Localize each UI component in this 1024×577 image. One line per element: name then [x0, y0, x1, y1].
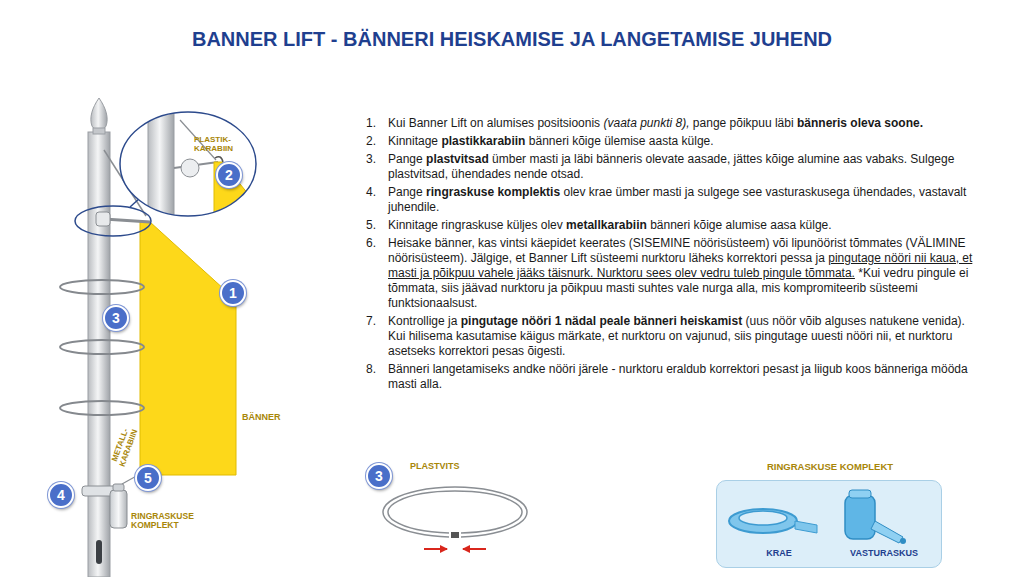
finial	[91, 98, 107, 130]
crossbar	[104, 219, 150, 222]
callout-text: 2	[225, 167, 233, 183]
instruction-text: bänneri kõige ülemise aasta külge.	[529, 134, 714, 148]
instruction-text: pange põikpuu läbi	[693, 116, 794, 130]
step-number: 7.	[366, 314, 376, 329]
g-part	[148, 110, 258, 218]
instruction-text: Kinnitage ringraskuse küljes olev	[388, 218, 563, 232]
winch-slot	[96, 540, 102, 564]
banner	[140, 222, 236, 475]
collar-icon	[729, 509, 797, 533]
step-number: 5.	[366, 218, 376, 233]
step-number: 3.	[366, 152, 376, 167]
title: BANNER LIFT - BÄNNERI HEISKAMISE JA LANG…	[0, 28, 1024, 51]
instruction-item: 7. Kontrollige ja pingutage nööri 1 nädal…	[362, 314, 974, 359]
step-number: 2.	[366, 134, 376, 149]
finial-base	[93, 128, 105, 134]
instruction-item: 8. Bänneri langetamiseks andke nööri järe…	[362, 362, 974, 392]
close-arrow	[463, 548, 486, 550]
callout-number: 3	[103, 305, 129, 331]
instruction-text: (vaata punkti 8),	[603, 116, 689, 130]
callout-number: 3	[366, 463, 392, 489]
instruction-text: plastikkarabiin	[441, 134, 525, 148]
instruction-text: bänneris oleva soone.	[797, 116, 923, 130]
mast-detail	[148, 110, 174, 218]
callout-text: 4	[57, 487, 65, 503]
ring-knob	[181, 159, 199, 177]
instruction-item: 2. Kinnitage plastikkarabiin bänneri kõig…	[362, 134, 974, 149]
callout-number: 5	[135, 465, 161, 491]
instruction-text: ringraskuse komplektis	[426, 185, 560, 199]
callout-number: 4	[48, 482, 74, 508]
instruction-item: 3.Pange plastvitsad ümber masti ja läbi …	[362, 152, 974, 182]
instruction-text: plastvitsad	[426, 152, 489, 166]
callout-text: 3	[112, 310, 120, 326]
close-arrow	[424, 548, 447, 550]
zoom-marker	[75, 206, 151, 236]
instruction-text: Kontrollige ja	[388, 314, 457, 328]
collar-hole	[739, 511, 787, 525]
instruction-item: 4.Pange ringraskuse komplektis olev krae…	[362, 185, 974, 215]
instruction-text: Kinnitage	[388, 134, 438, 148]
instruction-text: Pange	[388, 152, 423, 166]
instruction-text: pingutage nööri 1 nädal peale bänneri he…	[461, 314, 742, 328]
instruction-text: Bänneri langetamiseks andke nööri järele…	[388, 362, 968, 391]
plastic-carabiner	[215, 157, 223, 162]
callout-text: 1	[229, 285, 237, 301]
crossbar-joint	[96, 212, 110, 226]
instruction-item: 1. Kui Banner Lift on alumises positsioon…	[362, 116, 974, 131]
callout-text: 3	[375, 468, 383, 484]
step-number: 8.	[366, 362, 376, 377]
plastic-ring	[60, 401, 144, 415]
magnifier-ground	[120, 112, 256, 216]
ring-weight-label: RINGRASKUSE KOMPLEKT	[131, 512, 203, 531]
callout-text: 5	[144, 470, 152, 486]
counterweight-cap-icon	[849, 490, 871, 498]
part-name: VASTURASKUS	[829, 549, 939, 559]
plastic-ring-label: PLASTVITS	[410, 462, 490, 472]
ring-outer	[383, 487, 527, 537]
plastic-ring	[60, 280, 144, 294]
instruction-item: 6.Heisake bänner, kas vintsi käepidet ke…	[362, 236, 974, 311]
plastic-ring	[60, 340, 144, 354]
part-label: RINGRASKUSE KOMPLEKT	[717, 462, 943, 472]
instruction-text: Pange	[388, 185, 423, 199]
ring-joint	[451, 532, 459, 538]
counterweight-icon	[845, 495, 875, 539]
instruction-item: 5. Kinnitage ringraskuse küljes olev meta…	[362, 218, 974, 233]
step-number: 1.	[366, 116, 376, 131]
magnifier-detail: PLASTIK-KARABIIN 2	[118, 110, 258, 218]
collar-tab	[795, 521, 817, 533]
counterweight-cap	[113, 484, 124, 491]
part-name: KRAE	[739, 549, 819, 559]
magnifier-outline	[120, 112, 256, 216]
instruction-text: bänneri kõige alumise aasa külge.	[650, 218, 831, 232]
step-number: 4.	[366, 185, 376, 200]
part-label: PLASTIK-KARABIIN	[194, 136, 236, 154]
instruction-text: Kui Banner Lift on alumises positsioonis	[388, 116, 600, 130]
ring-inner	[388, 491, 522, 533]
callout-number: 1	[220, 280, 246, 306]
callout-number: 2	[216, 162, 242, 188]
instruction-text: metallkarabiin	[566, 218, 647, 232]
hook-eye	[900, 538, 906, 544]
instruction-list: 1. Kui Banner Lift on alumises positsioon…	[362, 116, 974, 395]
counterweight-hook	[871, 521, 903, 543]
step-number: 6.	[366, 236, 376, 251]
parts-panel: RINGRASKUSE KOMPLEKTKRAEVASTURASKUS	[716, 480, 942, 568]
banner-label: BÄNNER	[242, 413, 302, 423]
counterweight	[110, 490, 127, 528]
